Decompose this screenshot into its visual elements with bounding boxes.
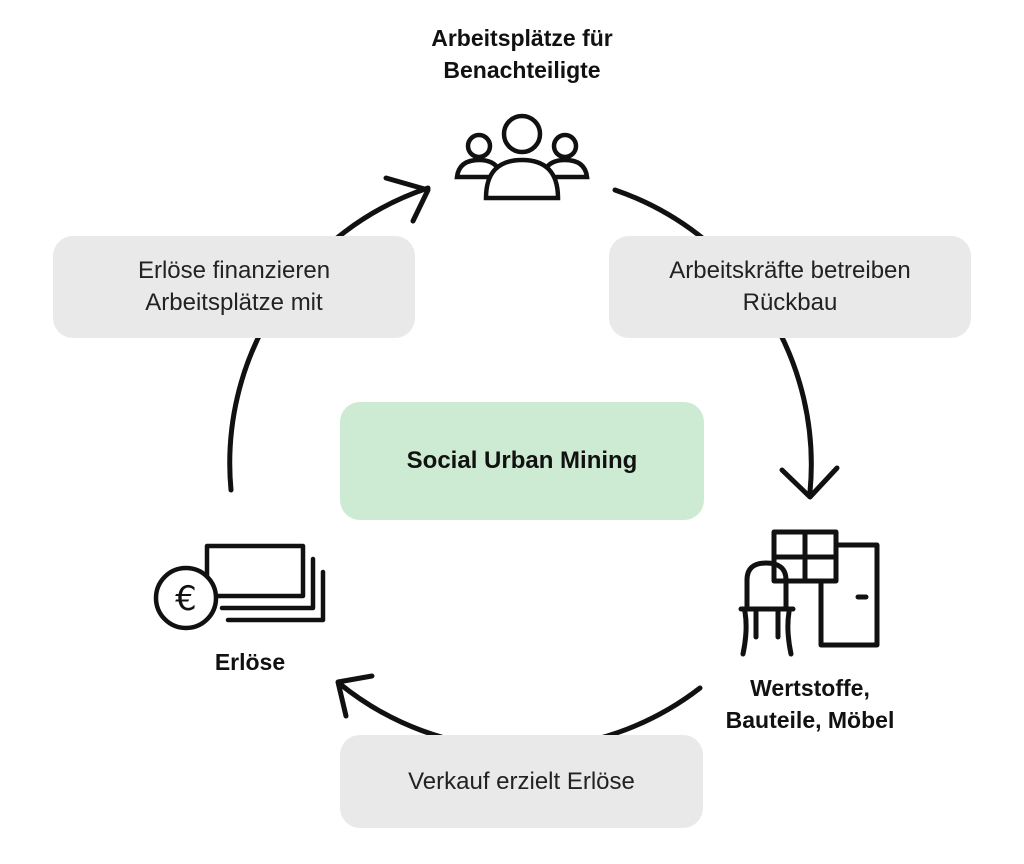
step-box-top-right: Arbeitskräfte betreiben Rückbau [609,236,971,338]
label-line: Wertstoffe, [750,675,870,701]
arrowhead-left [335,673,375,719]
label-line: Erlöse [214,649,286,675]
people-group-icon [454,113,590,201]
node-top-label: Arbeitsplätze für Benachteiligte [362,22,682,86]
step-line: Erlöse finanzieren [137,257,331,284]
furniture-icon [738,529,880,657]
center-label: Social Urban Mining [406,447,638,474]
svg-text:€: € [175,579,197,619]
arrowhead-down [779,465,840,500]
step-line: Arbeitsplätze mit [145,289,323,316]
label-line: Bauteile, Möbel [725,707,895,733]
step-line: Arbeitskräfte betreiben [669,257,911,284]
euro-money-icon: € [153,543,326,631]
arrowhead-right [383,175,431,224]
step-box-top-left: Erlöse finanzieren Arbeitsplätze mit [53,236,415,338]
center-box: Social Urban Mining [340,402,704,520]
node-left-label: Erlöse [150,646,350,678]
step-line: Rückbau [742,289,838,316]
step-box-bottom: Verkauf erzielt Erlöse [340,735,703,828]
label-line: Benachteiligte [443,57,601,83]
node-right-label: Wertstoffe, Bauteile, Möbel [680,672,940,736]
label-line: Arbeitsplätze für [431,25,613,51]
step-line: Verkauf erzielt Erlöse [408,767,635,795]
